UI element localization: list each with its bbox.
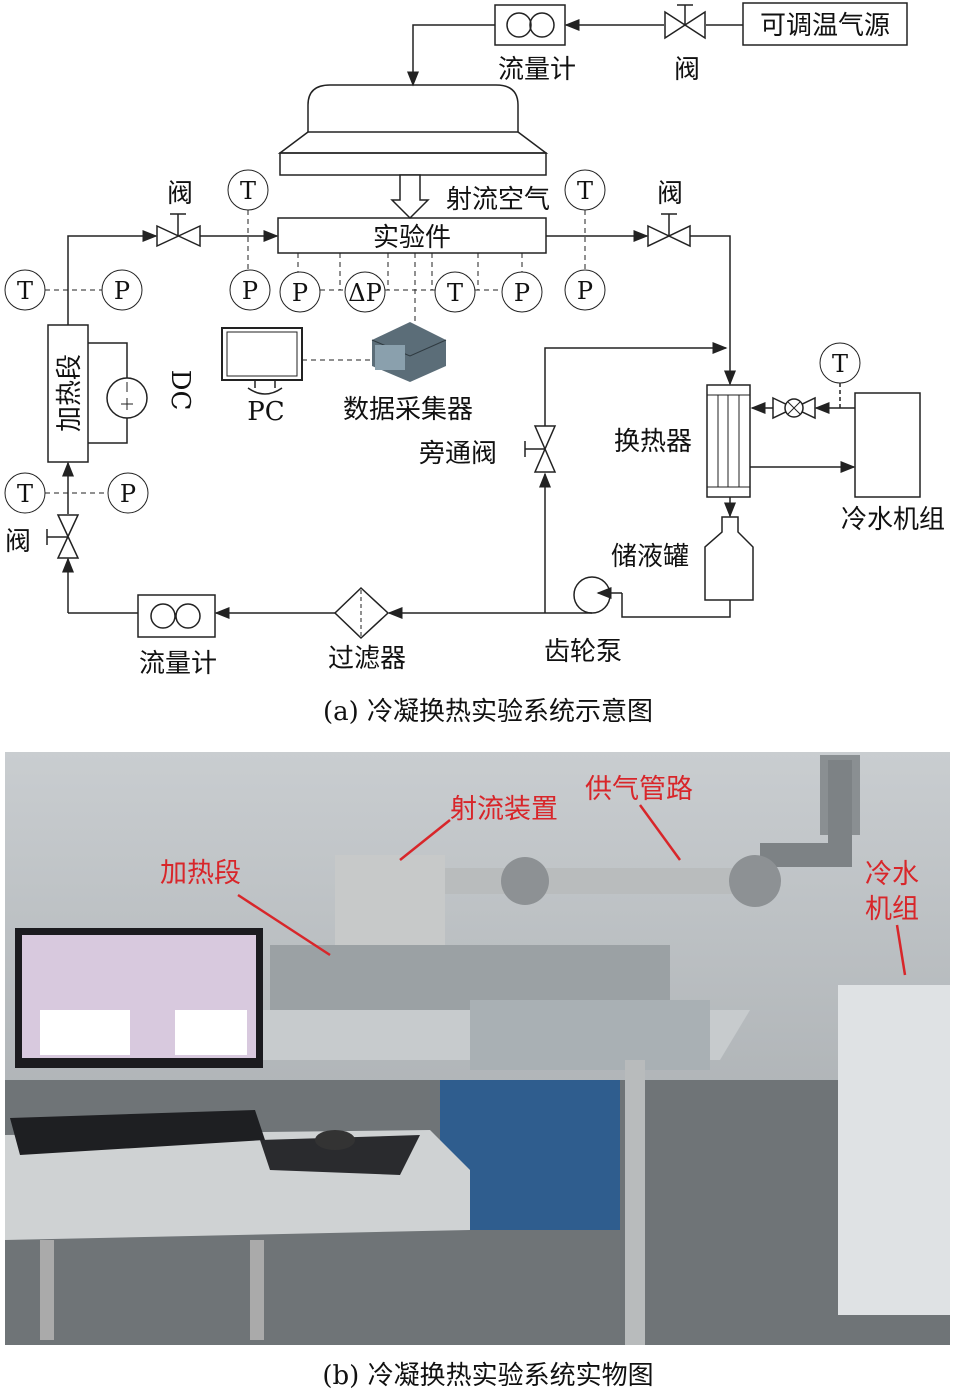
photo-label-heating-section: 加热段 <box>160 858 241 889</box>
heater-valve-label: 阀 <box>5 527 31 557</box>
jet-arrow-icon <box>390 174 430 220</box>
daq-icon <box>371 322 447 382</box>
gear-pump-icon <box>573 576 611 614</box>
liquid-flowmeter-label: 流量计 <box>139 649 217 679</box>
chiller-unit <box>838 985 950 1315</box>
pc-monitor-icon <box>221 327 303 381</box>
photo-label-chiller: 冷水 <box>865 859 919 890</box>
outlet-valve-label: 阀 <box>657 179 683 209</box>
gas-flowmeter-icon <box>494 4 566 46</box>
gear-pump-label: 齿轮泵 <box>544 637 622 667</box>
jet-air-label: 射流空气 <box>446 185 550 215</box>
inlet-valve-icon <box>156 213 201 248</box>
sensor-t: T <box>447 279 463 307</box>
gas-pipe <box>440 868 770 894</box>
caption-a: (a) 冷凝换热实验系统示意图 <box>323 697 653 727</box>
sensor-t: T <box>832 350 848 378</box>
sensor-t: T <box>240 177 256 205</box>
gas-flowmeter-label: 流量计 <box>498 55 576 85</box>
pc-label: PC <box>247 397 284 427</box>
photo-label-jet-device: 射流装置 <box>450 794 558 825</box>
jet-device <box>335 855 445 945</box>
schematic-diagram <box>4 2 921 640</box>
jet-hood <box>307 84 519 133</box>
chiller-box <box>854 392 921 498</box>
inlet-valve-label: 阀 <box>167 179 193 209</box>
photo: 射流装置 供气管路 加热段 冷水 机组 <box>5 752 950 1345</box>
keyboard <box>10 1110 265 1155</box>
sensor-t: T <box>577 177 593 205</box>
sensor-p: P <box>120 480 136 508</box>
heat-exchanger-icon <box>706 384 751 498</box>
sensor-dp: ΔP <box>348 279 381 307</box>
sensor-t: T <box>17 480 33 508</box>
daq-label: 数据采集器 <box>343 395 473 425</box>
heater-valve-icon <box>46 514 80 559</box>
photo-label-chiller: 机组 <box>865 894 919 925</box>
tank-label: 储液罐 <box>611 542 689 572</box>
sensor-p: P <box>292 279 308 307</box>
sensor-p: P <box>114 277 130 305</box>
gas-valve-icon <box>664 4 706 40</box>
sensor-p: P <box>242 277 258 305</box>
tank-icon <box>704 516 754 601</box>
sensor-p: P <box>514 279 530 307</box>
chiller-label: 冷水机组 <box>841 505 945 535</box>
heat-exchanger-label: 换热器 <box>614 427 692 457</box>
photo-label-gas-pipe: 供气管路 <box>585 774 693 805</box>
bypass-valve-label: 旁通阀 <box>419 439 497 469</box>
gas-valve-label: 阀 <box>674 55 700 85</box>
outlet-valve-icon <box>647 213 691 248</box>
test-section-label: 实验件 <box>373 223 451 253</box>
filter-label: 过滤器 <box>328 644 406 674</box>
bypass-valve-icon <box>524 425 557 473</box>
caption-b: (b) 冷凝换热实验系统实物图 <box>322 1361 653 1391</box>
gas-source-label: 可调温气源 <box>760 11 890 41</box>
sensor-p: P <box>577 277 593 305</box>
dc-label: DC <box>165 370 195 411</box>
sensor-t: T <box>17 277 33 305</box>
heating-section-label: 加热段 <box>55 354 85 432</box>
